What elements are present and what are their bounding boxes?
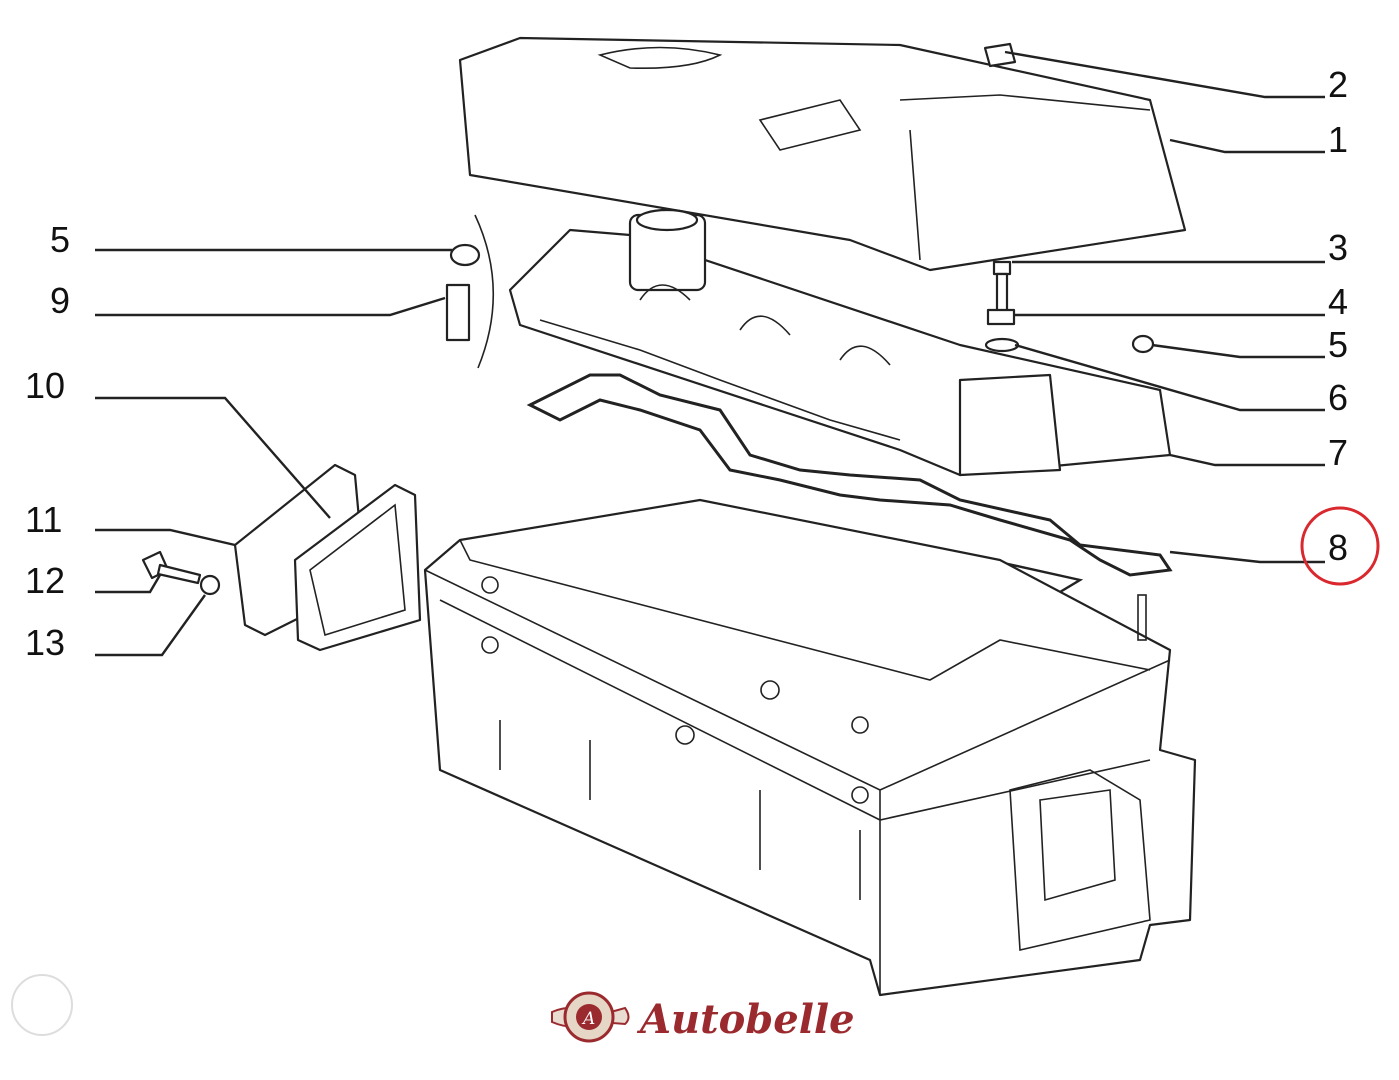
bolt-12 — [141, 550, 202, 585]
callout-5-right: 5 — [1328, 324, 1348, 365]
logo-emblem-letter: A — [581, 1009, 595, 1029]
cylinder-head — [423, 498, 1197, 997]
callout-6: 6 — [1328, 377, 1348, 418]
logo-text: Autobelle — [636, 996, 855, 1043]
callout-4: 4 — [1328, 281, 1348, 322]
autobelle-logo: A Autobelle — [551, 991, 855, 1043]
highlight-circle — [1300, 506, 1380, 586]
left-bracket — [445, 214, 495, 369]
callout-13: 13 — [25, 622, 65, 663]
leader-lines — [95, 50, 1325, 657]
nut-5-right — [1131, 334, 1155, 354]
callout-3: 3 — [1328, 227, 1348, 268]
callout-1: 1 — [1328, 119, 1348, 160]
stud-assembly — [984, 260, 1020, 353]
callout-8: 8 — [1328, 527, 1348, 568]
callout-9: 9 — [50, 280, 70, 321]
washer-13 — [199, 574, 221, 596]
callout-10: 10 — [25, 365, 65, 406]
callout-2: 2 — [1328, 64, 1348, 105]
callout-7: 7 — [1328, 432, 1348, 473]
callout-11: 11 — [25, 499, 62, 540]
camshaft-housing — [508, 208, 1172, 477]
valve-cover — [458, 36, 1187, 272]
bolt-2 — [983, 42, 1017, 68]
gasket-plate-10 — [293, 483, 422, 652]
overlay-circle-button[interactable] — [11, 974, 73, 1036]
callout-5-left: 5 — [50, 219, 70, 260]
callout-12: 12 — [25, 560, 65, 601]
